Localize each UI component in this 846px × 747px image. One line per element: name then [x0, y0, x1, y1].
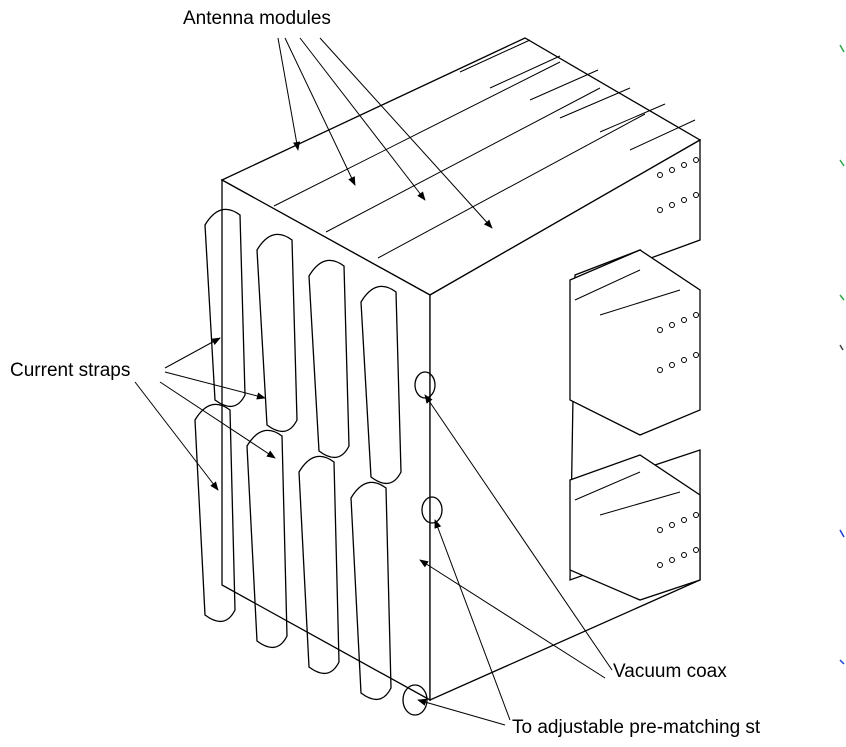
strap-upper-2	[256, 233, 298, 432]
strap-upper-4	[360, 285, 402, 484]
strap-lower-2	[246, 429, 288, 648]
strap-lower-4	[350, 481, 392, 700]
label-current-straps: Current straps	[10, 360, 130, 381]
leader-lines	[134, 37, 613, 726]
edge-marks	[839, 44, 845, 665]
strap-lower-1	[194, 403, 236, 622]
strap-upper-1	[204, 208, 246, 407]
lower-notch	[569, 454, 701, 601]
antenna-block	[220, 37, 702, 702]
middle-notch	[569, 249, 701, 436]
label-vacuum-coax: Vacuum coax	[613, 661, 727, 682]
hole-rows	[657, 157, 699, 568]
current-straps	[194, 208, 443, 716]
strap-upper-3	[308, 259, 350, 458]
strap-lower-3	[298, 455, 340, 674]
label-antenna-modules: Antenna modules	[183, 8, 331, 29]
label-to-adjustable: To adjustable pre-matching st	[512, 717, 761, 738]
slot-details	[459, 39, 696, 151]
